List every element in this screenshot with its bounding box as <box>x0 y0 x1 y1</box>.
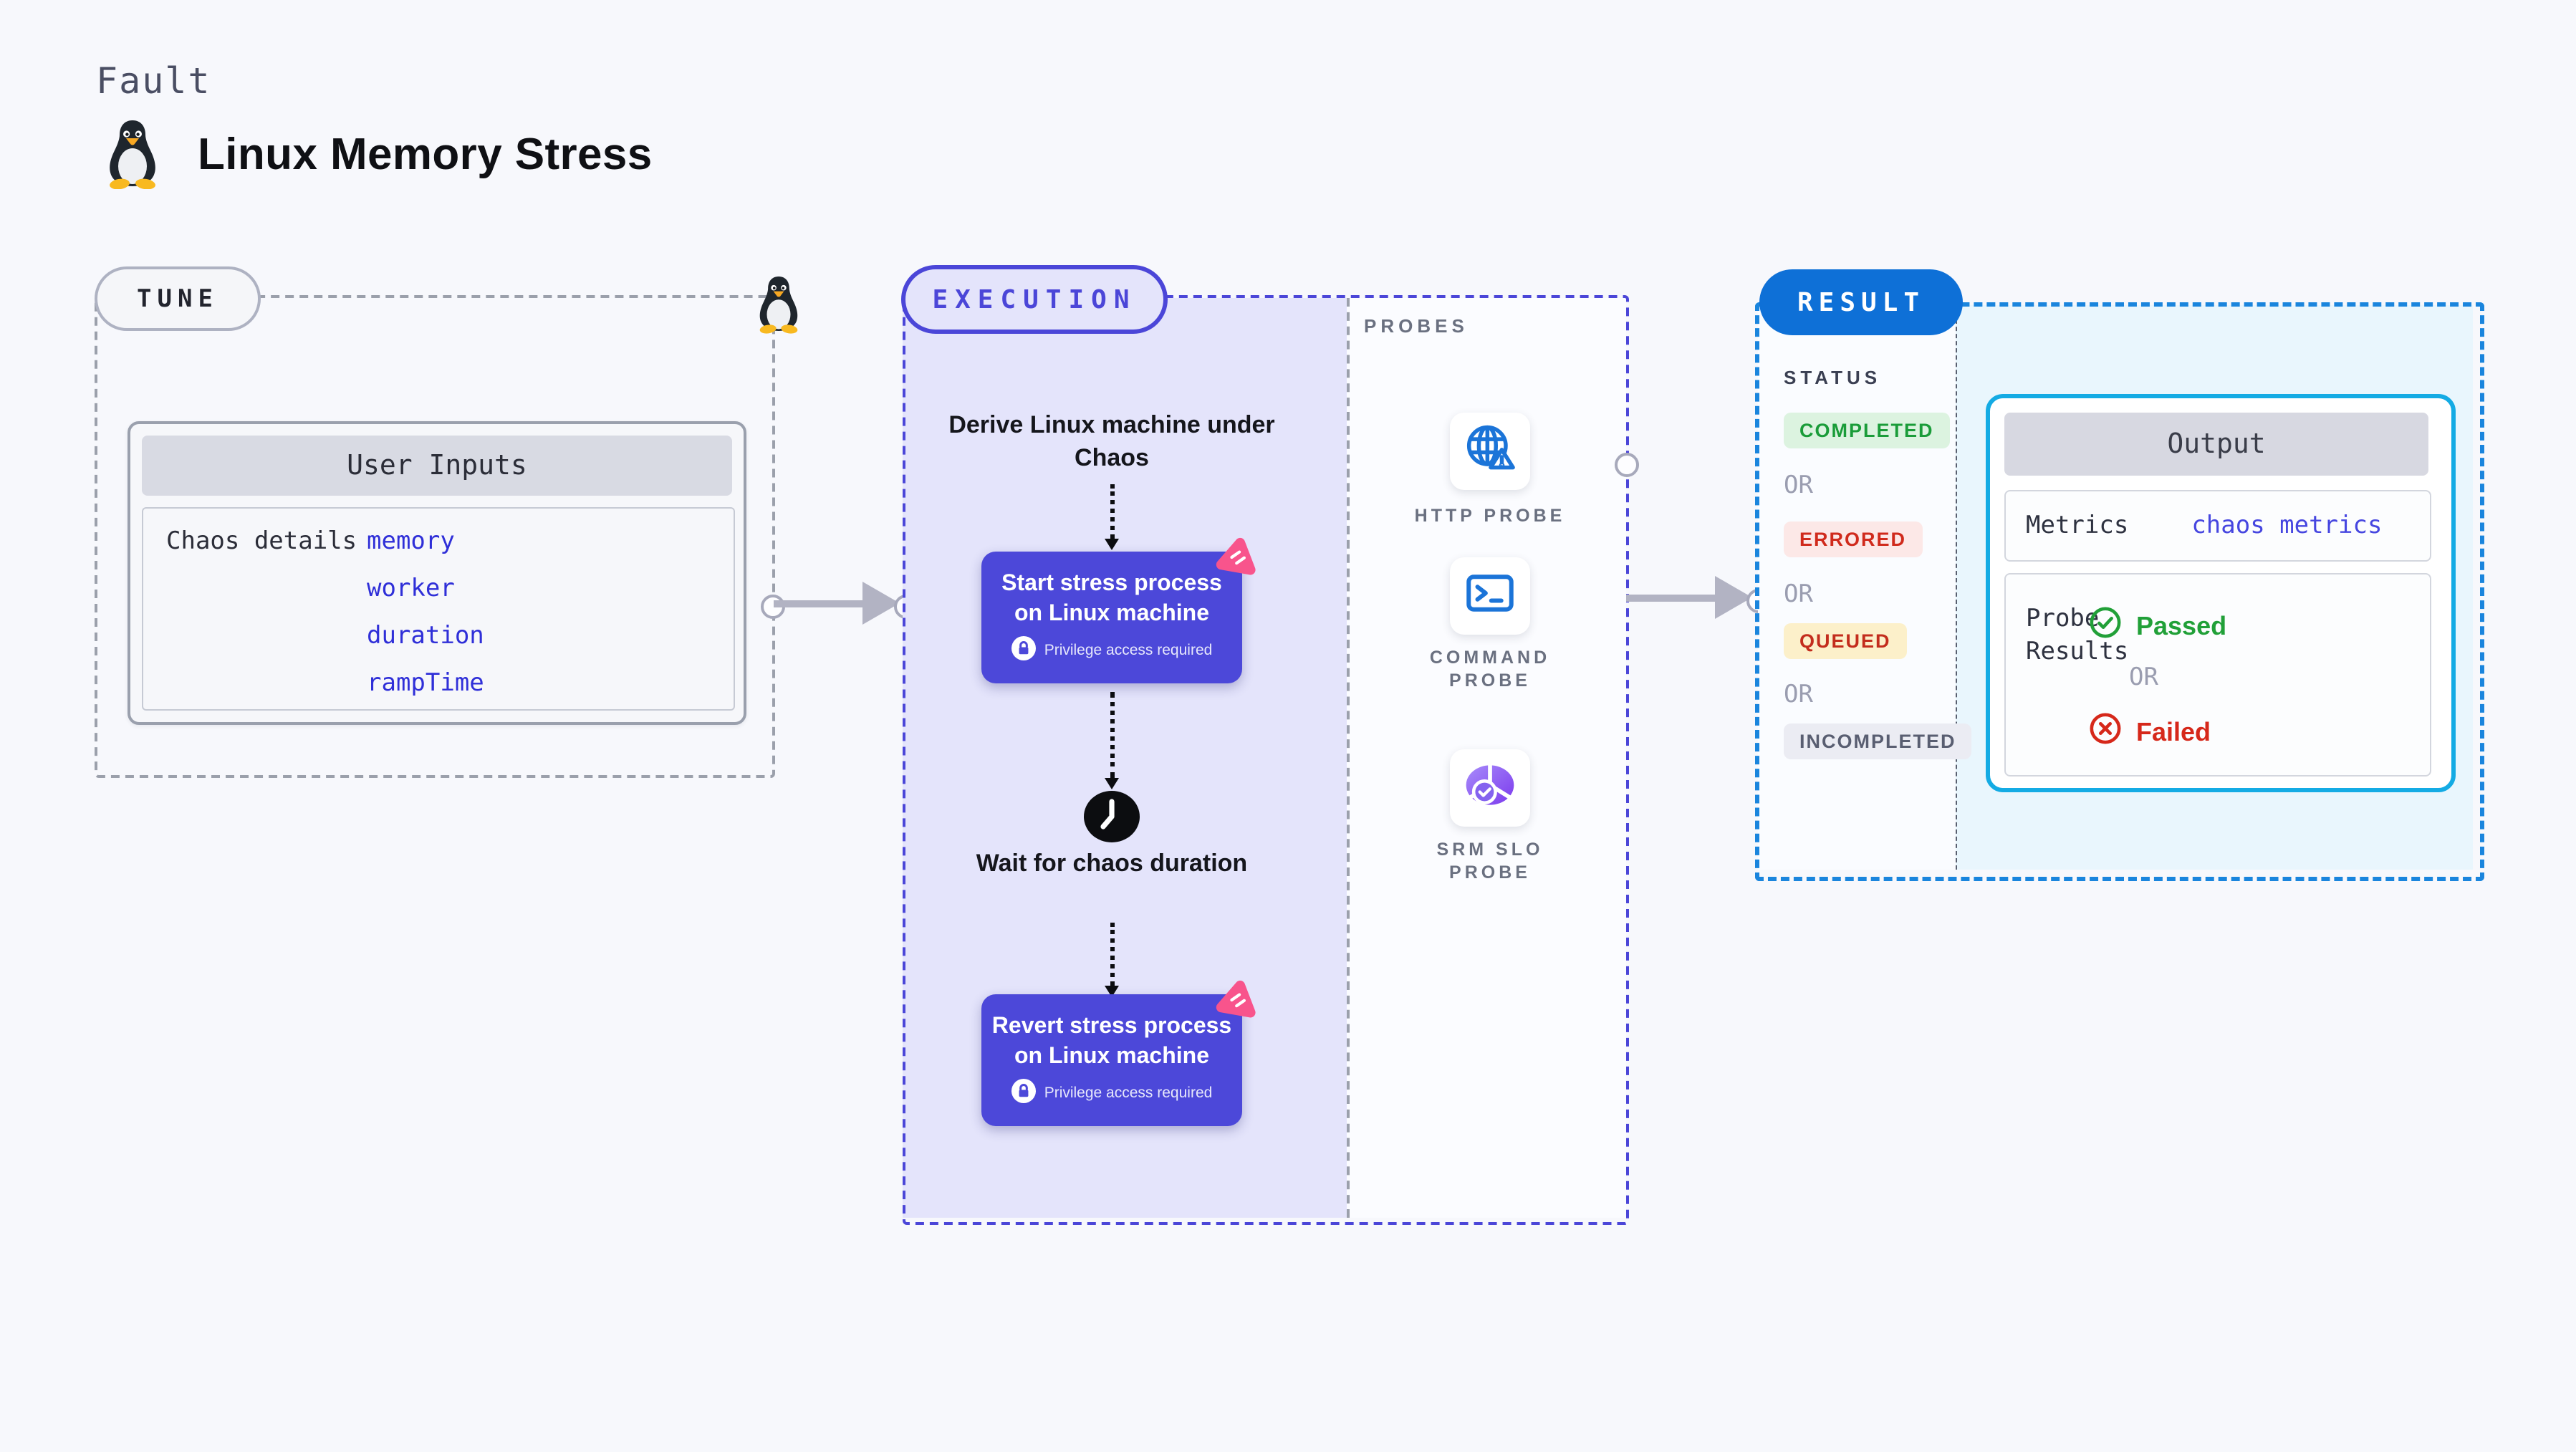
lock-icon <box>1011 636 1036 665</box>
globe-alert-icon <box>1458 416 1522 486</box>
http-probe-label: HTTP PROBE <box>1414 506 1566 526</box>
or-label: OR <box>1784 580 1813 609</box>
or-label: OR <box>2129 663 2158 692</box>
failed-label: Failed <box>2136 717 2211 746</box>
user-inputs-title: User Inputs <box>142 436 732 496</box>
linux-tux-icon <box>103 117 162 190</box>
status-heading: STATUS <box>1784 367 1882 388</box>
fault-eyebrow: Fault <box>96 60 211 102</box>
flow-connector <box>1110 484 1114 539</box>
revert-stress-node[interactable]: Revert stress process on Linux machine P… <box>981 994 1242 1126</box>
chaos-triangle-icon <box>1213 532 1263 580</box>
slo-pie-check-icon <box>1457 756 1523 820</box>
user-inputs-card: User Inputs Chaos details memory worker … <box>128 421 746 725</box>
start-stress-node[interactable]: Start stress process on Linux machine Pr… <box>981 552 1242 683</box>
result-section-frame <box>1755 302 2484 881</box>
srm-slo-probe-card[interactable] <box>1450 749 1530 827</box>
revert-stress-title: Revert stress process on Linux machine <box>991 1014 1232 1068</box>
metrics-row: Metrics chaos metrics <box>2004 490 2431 562</box>
arrow-head <box>1105 539 1119 550</box>
terminal-icon <box>1460 562 1520 630</box>
result-pill: RESULT <box>1759 269 1963 335</box>
result-status-panel <box>1758 305 1956 870</box>
flow-connector <box>1110 692 1114 778</box>
input-value-duration[interactable]: duration <box>367 622 484 650</box>
user-inputs-body: Chaos details memory worker duration ram… <box>142 507 735 711</box>
tune-to-execution-arrow <box>774 600 862 607</box>
execution-to-result-arrow <box>1626 594 1715 601</box>
arrow-head <box>1715 576 1752 619</box>
page-title: Linux Memory Stress <box>198 129 653 179</box>
arrow-head <box>1105 778 1119 789</box>
clock-icon <box>1083 789 1140 851</box>
status-badge-completed: COMPLETED <box>1784 413 1950 448</box>
input-value-rampTime[interactable]: rampTime <box>367 669 484 698</box>
chaos-details-label: Chaos details <box>166 527 357 556</box>
probe-results-row: Probe Results Passed OR Failed <box>2004 573 2431 777</box>
flow-connector <box>1110 923 1114 986</box>
status-badge-queued: QUEUED <box>1784 623 1907 659</box>
start-stress-title: Start stress process on Linux machine <box>1001 571 1222 625</box>
metrics-value-link[interactable]: chaos metrics <box>2191 511 2383 540</box>
arrow-head <box>862 582 900 625</box>
x-circle-icon <box>2089 712 2122 752</box>
input-value-memory[interactable]: memory <box>367 527 455 556</box>
execution-pill: EXECUTION <box>901 265 1168 334</box>
result-divider <box>1956 305 1957 870</box>
srm-slo-probe-label: SRM SLO PROBE <box>1436 840 1544 883</box>
input-value-worker[interactable]: worker <box>367 574 455 603</box>
wait-step-label: Wait for chaos duration <box>976 850 1248 877</box>
status-badge-incompleted: INCOMPLETED <box>1784 723 1972 759</box>
status-badge-errored: ERRORED <box>1784 521 1923 557</box>
tune-section-frame <box>95 295 775 778</box>
connector-dot <box>1614 452 1638 476</box>
metrics-label: Metrics <box>2026 511 2129 540</box>
http-probe-card[interactable] <box>1450 413 1530 490</box>
execution-section-frame <box>903 295 1629 1225</box>
check-circle-icon <box>2089 606 2122 646</box>
command-probe-label: COMMAND PROBE <box>1429 648 1551 691</box>
probe-results-label: Probe Results <box>2026 605 2129 666</box>
derive-step-label: Derive Linux machine under Chaos <box>948 411 1275 471</box>
output-card: Output Metrics chaos metrics Probe Resul… <box>1986 394 2456 792</box>
privilege-label: Privilege access required <box>1044 642 1213 660</box>
privilege-label: Privilege access required <box>1044 1085 1213 1102</box>
passed-label: Passed <box>2136 611 2227 640</box>
probes-heading: PROBES <box>1364 315 1469 337</box>
command-probe-card[interactable] <box>1450 557 1530 635</box>
output-title: Output <box>2004 413 2428 476</box>
lock-icon <box>1011 1079 1036 1108</box>
or-label: OR <box>1784 471 1813 500</box>
linux-tux-icon <box>755 271 802 337</box>
tune-pill: TUNE <box>95 266 261 331</box>
chaos-triangle-icon <box>1213 975 1263 1022</box>
or-label: OR <box>1784 681 1813 709</box>
